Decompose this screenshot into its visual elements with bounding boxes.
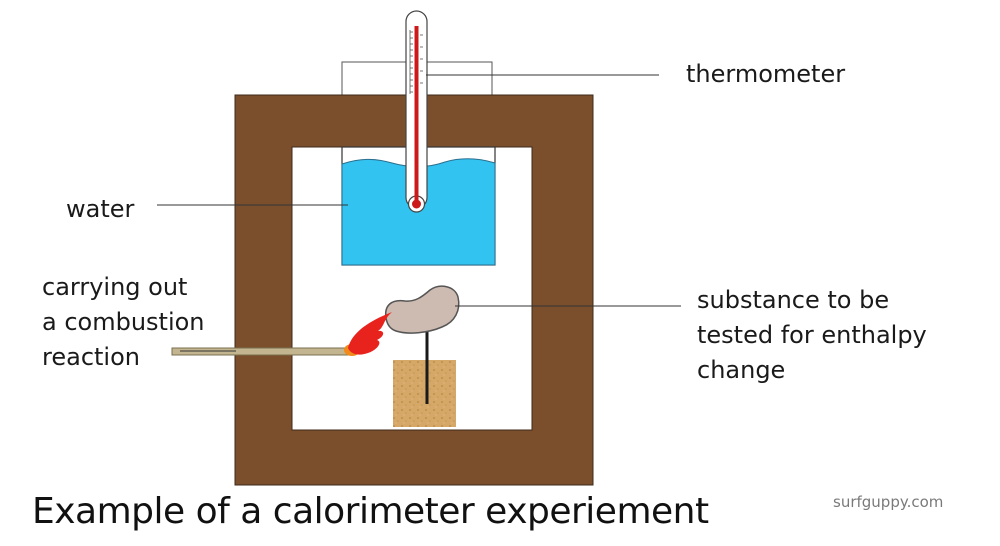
label-substance-line-3: change xyxy=(697,356,786,384)
label-substance-line-1: substance to be xyxy=(697,286,890,314)
flame xyxy=(344,312,392,356)
label-thermometer: thermometer xyxy=(686,60,846,88)
label-combustion-line-1: carrying out xyxy=(42,273,188,301)
substance-sample xyxy=(384,285,460,334)
label-combustion-line-2: a combustion xyxy=(42,308,205,336)
label-combustion: carrying out a combustion reaction xyxy=(42,270,205,375)
source-watermark: surfguppy.com xyxy=(833,493,944,511)
figure-caption: Example of a calorimeter experiement xyxy=(32,491,709,532)
label-substance-line-2: tested for enthalpy xyxy=(697,321,927,349)
label-combustion-line-3: reaction xyxy=(42,343,140,371)
cork-block xyxy=(393,360,456,427)
label-substance: substance to be tested for enthalpy chan… xyxy=(697,283,927,388)
label-water: water xyxy=(66,195,135,223)
thermometer xyxy=(405,10,428,213)
